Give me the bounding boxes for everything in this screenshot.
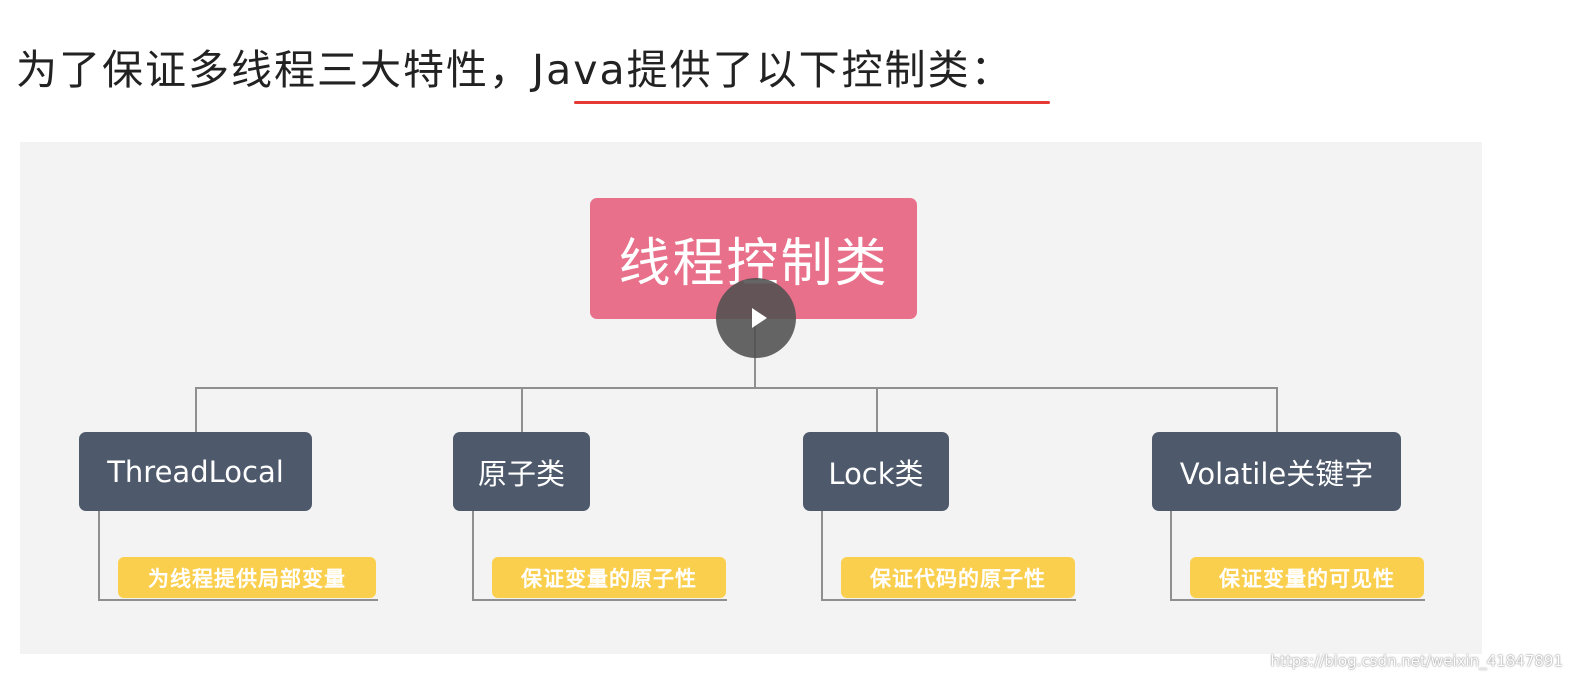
note-tag-volatile: 保证变量的可见性 — [1190, 557, 1424, 598]
note-tag-threadlocal: 为线程提供局部变量 — [118, 557, 376, 598]
connector-child-4 — [1276, 387, 1278, 432]
note-tag-label: 保证变量的可见性 — [1219, 566, 1395, 591]
connector-note-3-vertical — [821, 511, 823, 601]
play-icon — [751, 308, 767, 328]
connector-horizontal-bus — [195, 387, 1278, 389]
note-tag-label: 保证变量的原子性 — [521, 566, 697, 591]
connector-note-3-horizontal — [821, 599, 1076, 601]
connector-note-2-horizontal — [472, 599, 727, 601]
connector-child-3 — [876, 387, 878, 432]
child-node-volatile: Volatile关键字 — [1152, 432, 1401, 511]
note-tag-label: 保证代码的原子性 — [870, 566, 1046, 591]
connector-note-1-horizontal — [98, 599, 378, 601]
page-heading: 为了保证多线程三大特性，Java提供了以下控制类： — [16, 46, 1014, 94]
child-node-label: Lock类 — [828, 456, 924, 491]
connector-note-4-vertical — [1170, 511, 1172, 601]
child-node-label: Volatile关键字 — [1179, 456, 1374, 491]
heading-underline — [574, 101, 1050, 104]
connector-note-1-vertical — [98, 511, 100, 601]
connector-child-2 — [521, 387, 523, 432]
child-node-label: 原子类 — [477, 456, 565, 491]
note-tag-lock: 保证代码的原子性 — [841, 557, 1075, 598]
child-node-label: ThreadLocal — [107, 454, 284, 489]
child-node-atomic: 原子类 — [453, 432, 590, 511]
child-node-lock: Lock类 — [803, 432, 949, 511]
note-tag-atomic: 保证变量的原子性 — [492, 557, 726, 598]
note-tag-label: 为线程提供局部变量 — [148, 566, 346, 591]
connector-note-2-vertical — [472, 511, 474, 601]
connector-child-1 — [195, 387, 197, 432]
watermark-text: https://blog.csdn.net/weixin_41847891 — [1270, 652, 1563, 670]
video-play-button[interactable] — [716, 278, 796, 358]
connector-note-4-horizontal — [1170, 599, 1425, 601]
child-node-threadlocal: ThreadLocal — [79, 432, 312, 511]
